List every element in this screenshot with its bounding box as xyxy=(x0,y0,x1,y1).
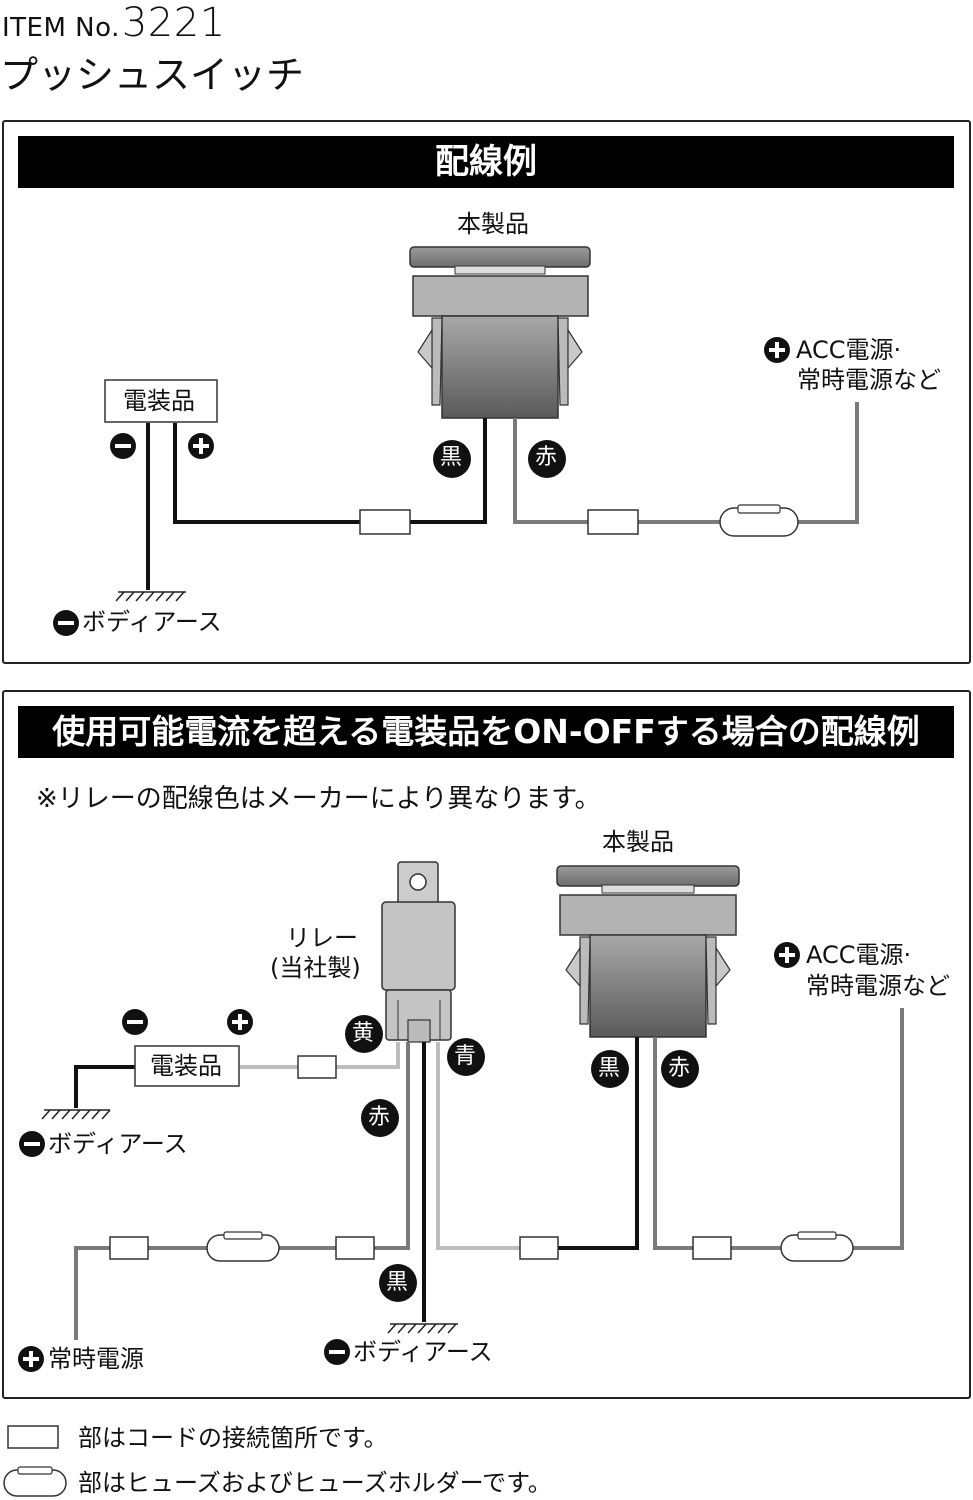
connector-2-yellow xyxy=(297,1055,337,1079)
item-number-line: ITEM No.3221 xyxy=(2,0,226,46)
relay-wiring-title: 使用可能電流を超える電装品をON-OFFする場合の配線例 xyxy=(18,706,954,758)
yellow-wire-badge xyxy=(345,1015,383,1053)
plus-circle-icon xyxy=(227,1009,253,1035)
push-switch-2 xyxy=(556,865,740,1038)
legend-connector-text: 部はコードの接続箇所です。 xyxy=(78,1424,388,1452)
ground-symbol-2a xyxy=(41,1109,111,1120)
blue-wire-badge xyxy=(447,1038,485,1076)
yellow-wire xyxy=(240,1042,400,1069)
plus-circle-icon xyxy=(774,942,800,968)
relay-label-line2: (当社製) xyxy=(270,954,361,982)
item-number: 3221 xyxy=(121,0,226,46)
minus-circle-icon xyxy=(122,1009,148,1035)
black-wire-text: 黒 xyxy=(440,445,463,470)
device-label-2: 電装品 xyxy=(150,1052,222,1080)
yellow-wire-text: 黄 xyxy=(352,1021,375,1046)
product-label-1: 本製品 xyxy=(457,210,529,238)
red-wire-1 xyxy=(513,402,859,524)
minus-circle-icon xyxy=(53,610,79,636)
ground-symbol-2b xyxy=(387,1323,458,1334)
minus-circle-icon xyxy=(324,1339,350,1365)
red-wire-text: 赤 xyxy=(535,445,558,470)
product-name: プッシュスイッチ xyxy=(0,53,305,97)
switch-black-wire-text: 黒 xyxy=(598,1056,621,1081)
legend-fuse-text: 部はヒューズおよびヒューズホルダーです。 xyxy=(78,1469,552,1497)
relay-label-line1: リレー xyxy=(286,924,358,952)
device-label-1: 電装品 xyxy=(123,387,195,415)
relay-black-wire-badge xyxy=(379,1264,417,1302)
relay-red-wire xyxy=(74,1042,410,1340)
ground-label-2-left: ボディアース xyxy=(48,1130,188,1158)
relay-color-note: ※リレーの配線色はメーカーにより異なります。 xyxy=(36,784,601,814)
connector-2-blue xyxy=(519,1236,559,1260)
ground-symbol-1 xyxy=(115,591,186,602)
switch-black-wire xyxy=(540,1037,639,1250)
minus-circle-icon xyxy=(110,433,136,459)
product-label-2: 本製品 xyxy=(602,828,674,856)
acc-label-1-line2: 常時電源など xyxy=(797,366,941,394)
push-switch-1 xyxy=(409,246,591,419)
connector-1a xyxy=(359,509,411,535)
black-wire-badge xyxy=(433,440,471,478)
electrical-device-box-1 xyxy=(104,379,218,423)
relay-wiring-panel xyxy=(2,690,971,1399)
switch-black-wire-badge xyxy=(591,1050,629,1088)
minus-circle-icon xyxy=(19,1131,45,1157)
plus-circle-icon xyxy=(188,433,214,459)
relay-red-wire-badge xyxy=(361,1099,399,1137)
blue-wire-text: 青 xyxy=(454,1044,477,1069)
acc-label-1-line1: ACC電源· xyxy=(796,336,902,364)
ground-label-1: ボディアース xyxy=(82,608,222,636)
plus-circle-icon xyxy=(18,1346,44,1372)
acc-label-2-line1: ACC電源· xyxy=(806,941,912,969)
connector-2-power xyxy=(109,1236,149,1260)
device-ground-wire xyxy=(74,1065,135,1108)
connector-2-red xyxy=(335,1236,375,1260)
electrical-device-box-2 xyxy=(134,1045,240,1087)
switch-red-wire-text: 赤 xyxy=(668,1056,691,1081)
ground-label-2-bottom: ボディアース xyxy=(353,1338,493,1366)
connector-1b xyxy=(587,509,639,535)
relay xyxy=(381,861,456,1043)
red-wire-badge xyxy=(528,440,566,478)
switch-red-wire-badge xyxy=(661,1050,699,1088)
switch-red-wire xyxy=(653,1008,904,1250)
connector-2-switch-red xyxy=(692,1236,732,1260)
constant-power-label: 常時電源 xyxy=(48,1345,144,1373)
relay-red-wire-text: 赤 xyxy=(368,1105,391,1130)
item-label: ITEM No. xyxy=(2,13,120,43)
plus-circle-icon xyxy=(764,337,790,363)
wiring-example-title: 配線例 xyxy=(18,136,954,188)
acc-label-2-line2: 常時電源など xyxy=(806,972,950,1000)
legend-connector-symbol xyxy=(7,1425,59,1449)
black-wire-1 xyxy=(173,418,487,524)
relay-black-wire-text: 黒 xyxy=(386,1270,409,1295)
